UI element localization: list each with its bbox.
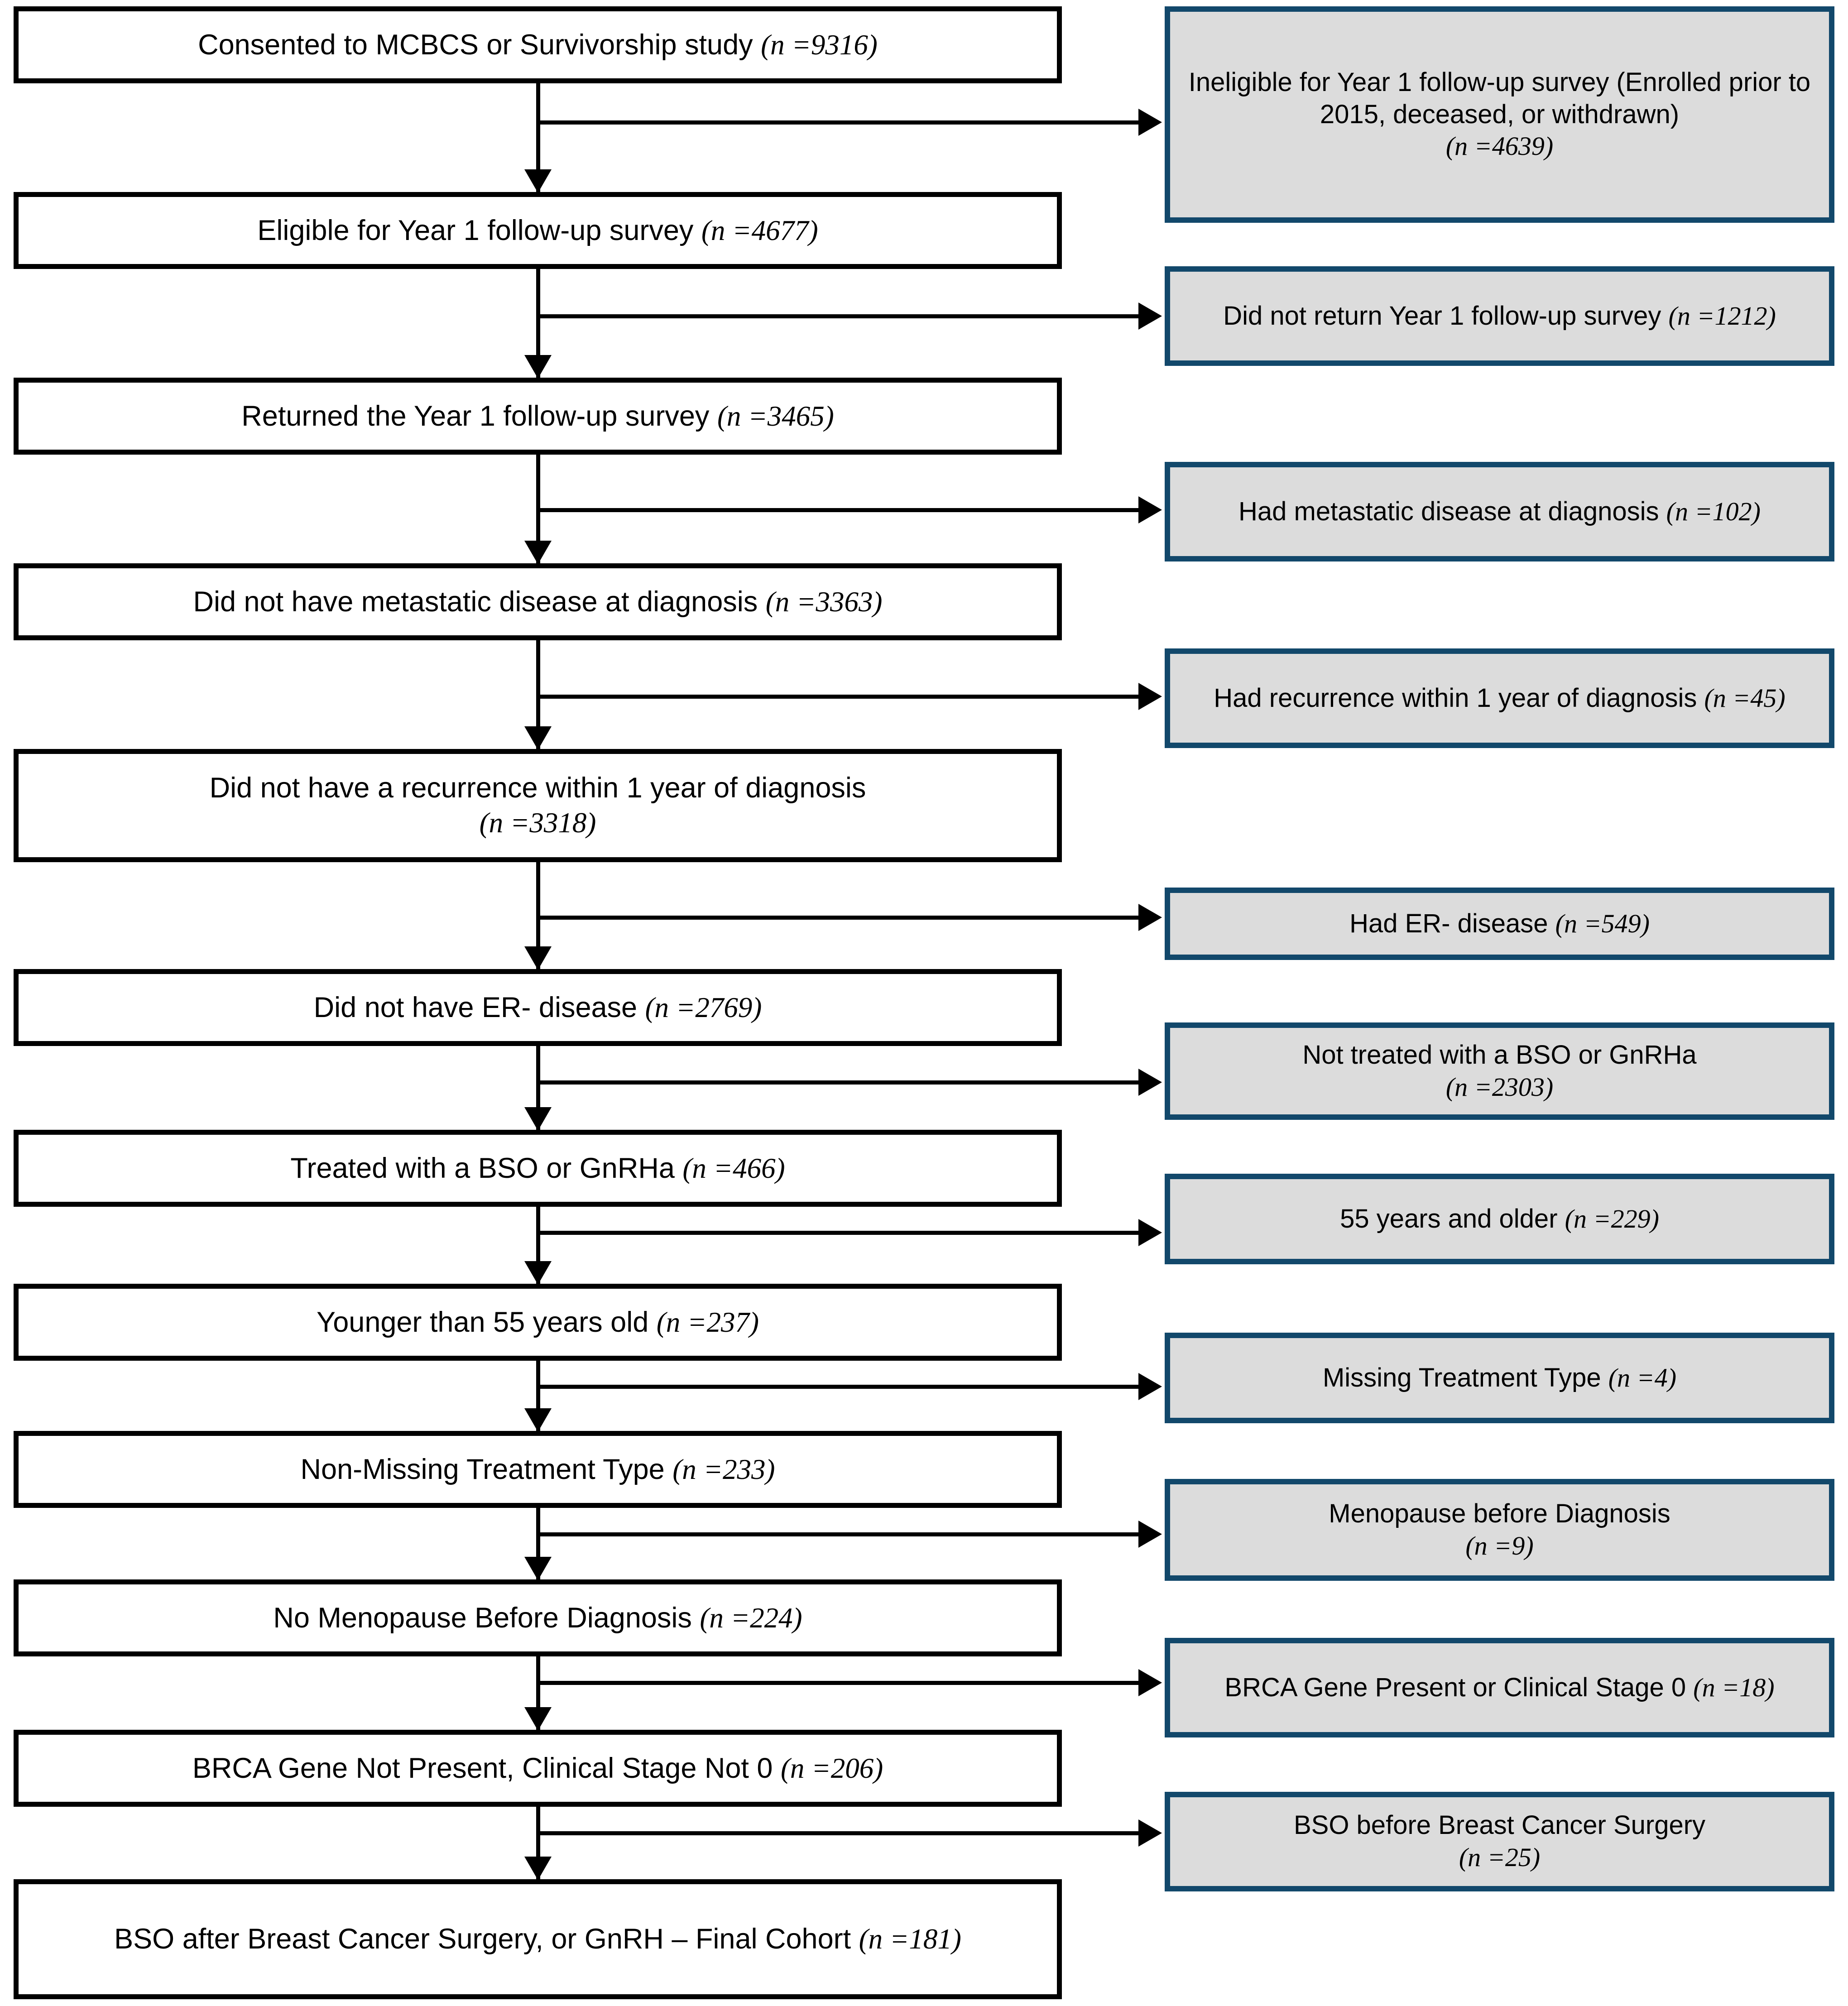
exclusion-node-9: Menopause before Diagnosis(n =9) <box>1165 1479 1834 1581</box>
connector-arrowhead-down-1 <box>524 169 552 193</box>
connector-arrowhead-down-10 <box>524 1707 552 1731</box>
exclusion-node-6-text: Not treated with a BSO or GnRHa(n =2303) <box>1302 1040 1697 1102</box>
exclusion-node-11-text: BSO before Breast Cancer Surgery(n =25) <box>1293 1810 1706 1872</box>
exclusion-node-3-text: Had metastatic disease at diagnosis (n =… <box>1238 496 1761 526</box>
exclusion-node-7: 55 years and older (n =229) <box>1165 1174 1834 1264</box>
connector-hline-3 <box>536 508 1138 512</box>
main-node-9-text: Non-Missing Treatment Type (n =233) <box>300 1453 775 1485</box>
connector-vline-11 <box>536 1807 540 1879</box>
exclusion-node-1: Ineligible for Year 1 follow-up survey (… <box>1165 6 1834 223</box>
main-node-4: Did not have metastatic disease at diagn… <box>14 563 1062 640</box>
connector-vline-7 <box>536 1207 540 1284</box>
main-node-11: BRCA Gene Not Present, Clinical Stage No… <box>14 1730 1062 1807</box>
exclusion-node-2-text: Did not return Year 1 follow-up survey (… <box>1223 301 1776 331</box>
connector-arrowhead-down-5 <box>524 946 552 970</box>
exclusion-node-8: Missing Treatment Type (n =4) <box>1165 1333 1834 1423</box>
exclusion-node-1-text: Ineligible for Year 1 follow-up survey (… <box>1188 67 1811 161</box>
connector-arrowhead-right-4 <box>1138 683 1162 710</box>
connector-arrowhead-right-2 <box>1138 302 1162 330</box>
exclusion-node-4: Had recurrence within 1 year of diagnosi… <box>1165 648 1834 748</box>
connector-arrowhead-right-10 <box>1138 1669 1162 1696</box>
connector-arrowhead-down-11 <box>524 1857 552 1880</box>
connector-hline-6 <box>536 1080 1138 1085</box>
exclusion-node-11: BSO before Breast Cancer Surgery(n =25) <box>1165 1792 1834 1891</box>
main-node-5: Did not have a recurrence within 1 year … <box>14 749 1062 862</box>
main-node-3-text: Returned the Year 1 follow-up survey (n … <box>241 400 834 432</box>
main-node-1-text: Consented to MCBCS or Survivorship study… <box>198 29 878 61</box>
connector-hline-7 <box>536 1231 1138 1235</box>
main-node-10-text: No Menopause Before Diagnosis (n =224) <box>273 1602 802 1634</box>
main-node-6-text: Did not have ER- disease (n =2769) <box>313 991 762 1023</box>
connector-vline-2 <box>536 269 540 378</box>
connector-arrowhead-down-2 <box>524 355 552 379</box>
connector-vline-8 <box>536 1361 540 1431</box>
connector-arrowhead-right-1 <box>1138 109 1162 136</box>
exclusion-node-5: Had ER- disease (n =549) <box>1165 888 1834 960</box>
main-node-12-text: BSO after Breast Cancer Surgery, or GnRH… <box>114 1923 961 1955</box>
connector-arrowhead-down-9 <box>524 1557 552 1580</box>
connector-vline-9 <box>536 1508 540 1579</box>
main-node-1: Consented to MCBCS or Survivorship study… <box>14 6 1062 83</box>
connector-hline-4 <box>536 695 1138 699</box>
connector-arrowhead-down-8 <box>524 1408 552 1432</box>
main-node-7: Treated with a BSO or GnRHa (n =466) <box>14 1130 1062 1207</box>
connector-arrowhead-right-5 <box>1138 904 1162 931</box>
main-node-8-text: Younger than 55 years old (n =237) <box>317 1306 759 1338</box>
main-node-3: Returned the Year 1 follow-up survey (n … <box>14 378 1062 455</box>
main-node-8: Younger than 55 years old (n =237) <box>14 1284 1062 1361</box>
connector-hline-8 <box>536 1385 1138 1389</box>
connector-hline-2 <box>536 314 1138 318</box>
main-node-2: Eligible for Year 1 follow-up survey (n … <box>14 192 1062 269</box>
connector-arrowhead-down-6 <box>524 1107 552 1131</box>
exclusion-node-3: Had metastatic disease at diagnosis (n =… <box>1165 462 1834 561</box>
main-node-4-text: Did not have metastatic disease at diagn… <box>193 585 883 618</box>
connector-arrowhead-right-3 <box>1138 496 1162 523</box>
connector-arrowhead-right-7 <box>1138 1219 1162 1246</box>
main-node-7-text: Treated with a BSO or GnRHa (n =466) <box>290 1152 785 1184</box>
exclusion-node-9-text: Menopause before Diagnosis(n =9) <box>1329 1498 1670 1560</box>
connector-hline-9 <box>536 1532 1138 1536</box>
connector-arrowhead-right-9 <box>1138 1521 1162 1548</box>
connector-arrowhead-right-11 <box>1138 1819 1162 1847</box>
exclusion-node-7-text: 55 years and older (n =229) <box>1340 1204 1659 1233</box>
main-node-12: BSO after Breast Cancer Surgery, or GnRH… <box>14 1879 1062 1999</box>
connector-arrowhead-down-7 <box>524 1261 552 1285</box>
connector-vline-10 <box>536 1656 540 1730</box>
exclusion-node-5-text: Had ER- disease (n =549) <box>1349 908 1650 938</box>
main-node-9: Non-Missing Treatment Type (n =233) <box>14 1431 1062 1508</box>
connector-arrowhead-right-6 <box>1138 1069 1162 1096</box>
exclusion-node-6: Not treated with a BSO or GnRHa(n =2303) <box>1165 1022 1834 1120</box>
exclusion-node-4-text: Had recurrence within 1 year of diagnosi… <box>1214 683 1786 713</box>
main-node-6: Did not have ER- disease (n =2769) <box>14 969 1062 1046</box>
exclusion-node-10: BRCA Gene Present or Clinical Stage 0 (n… <box>1165 1638 1834 1737</box>
main-node-2-text: Eligible for Year 1 follow-up survey (n … <box>257 214 818 246</box>
exclusion-node-10-text: BRCA Gene Present or Clinical Stage 0 (n… <box>1224 1672 1775 1702</box>
main-node-10: No Menopause Before Diagnosis (n =224) <box>14 1579 1062 1656</box>
connector-arrowhead-down-4 <box>524 726 552 750</box>
exclusion-node-2: Did not return Year 1 follow-up survey (… <box>1165 266 1834 366</box>
main-node-11-text: BRCA Gene Not Present, Clinical Stage No… <box>192 1752 883 1784</box>
connector-vline-1 <box>536 83 540 192</box>
connector-hline-5 <box>536 916 1138 920</box>
main-node-5-text: Did not have a recurrence within 1 year … <box>209 772 866 839</box>
connector-arrowhead-down-3 <box>524 541 552 564</box>
connector-arrowhead-right-8 <box>1138 1373 1162 1400</box>
connector-vline-6 <box>536 1046 540 1130</box>
exclusion-node-8-text: Missing Treatment Type (n =4) <box>1322 1363 1677 1392</box>
connector-hline-11 <box>536 1831 1138 1835</box>
connector-hline-10 <box>536 1681 1138 1685</box>
connector-hline-1 <box>536 120 1138 125</box>
